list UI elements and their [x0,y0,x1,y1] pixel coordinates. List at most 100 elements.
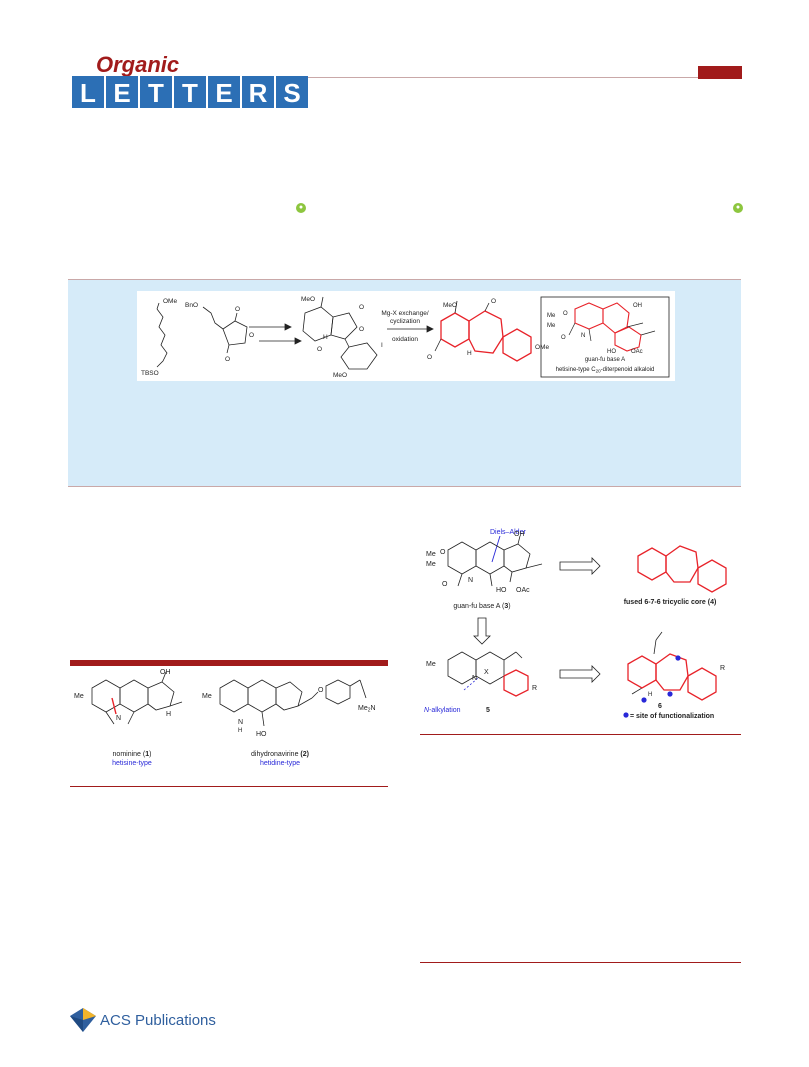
cmpd2-h: H [238,728,242,734]
gfb-o2: O [442,581,448,588]
nominine-red-bond [111,697,117,715]
toc-rule-top [68,279,741,280]
cmpd6-substituents [631,631,663,695]
target-name: guan-fu base A [585,357,625,363]
functionalization-site [667,691,673,697]
cmpd6-r: R [720,665,725,672]
acs-publications-logo[interactable]: ACS Publications [68,1004,228,1038]
tgt-oac: OAc [631,349,643,355]
starting-material-1 [156,302,168,368]
cmpd2-ho: HO [256,731,267,738]
gfb-n: N [468,577,473,584]
cmpd5-r: R [532,685,537,692]
letter: E [215,78,232,108]
cmpd2-o: O [318,687,324,694]
figure1-svg: Me OH N H nominine (1) hetisine-type Me … [74,669,376,767]
acs-logo-icon [70,1008,96,1032]
sm1-tbso: TBSO [141,370,159,377]
compound2-type: hetidine-type [260,760,300,767]
letter: S [283,78,300,108]
int-meo-top: MeO [301,296,315,303]
journal-logo: Organic L E T T E R S [70,50,310,110]
prod-oeq: O [491,298,496,305]
tgt-me2: Me [547,323,556,329]
header-tab [698,66,742,79]
core-label: fused 6-7-6 tricyclic core (4) [624,599,717,606]
header-rule [308,77,742,78]
tgt-oh: OH [633,303,642,309]
compound1-label: nominine (1) [113,751,152,758]
cmpd5-frame [447,651,523,685]
target-core [574,302,642,352]
gfb-me1: Me [426,551,436,558]
compound2-label: dihydronavirine (2) [251,751,309,758]
int-meo-bottom: MeO [333,372,347,379]
retro-arrow-down [473,617,491,645]
sm2-bno: BnO [185,302,198,309]
target-frame [568,322,656,342]
product-substituents [434,300,490,352]
sm2-o3: O [225,356,230,363]
letter-tile [174,76,206,108]
open-access-icon[interactable]: ● [733,203,743,213]
reaction-arrows [249,323,302,345]
nominine-structure [91,671,183,725]
letter-tile [106,76,138,108]
gfb-ho: HO [496,587,507,594]
prod-ome: OMe [535,344,549,351]
figure1-structures: Me OH N H nominine (1) hetisine-type Me … [70,668,388,784]
letter-tile [72,76,104,108]
functionalization-site [641,697,647,703]
int-o1: O [359,304,364,311]
sm1-ome: OMe [163,298,177,305]
prod-meo: MeO [443,302,457,309]
retro-arrow-1 [559,557,601,575]
toc-rule-bottom [68,486,741,487]
prod-h: H [467,350,472,357]
int-h: H [323,334,328,341]
publisher-name: ACS Publications [100,1012,216,1029]
guanfu-label: guan-fu base A (3) [453,603,510,610]
gfb-oac: OAc [516,587,530,594]
tgt-o: O [563,311,568,317]
functionalization-legend: = site of functionalization [630,713,714,720]
main-arrow [387,325,434,333]
scheme-svg: Diels–Alder Me O Me N O OH HO OAc guan-f… [424,529,727,720]
starting-material-2 [202,306,248,354]
cmpd1-n: N [116,715,121,722]
cmpd1-oh: OH [160,669,171,676]
guanfu-structure [447,535,543,587]
letter-tile [276,76,308,108]
compound1-type: hetisine-type [112,760,152,767]
figure1-top-bar [70,660,388,666]
int-o3: O [317,346,322,353]
letter: R [249,78,268,108]
dihydronavirine-structure [219,679,367,727]
journal-script-title: Organic [96,52,179,77]
int-o2: O [359,326,364,333]
core-4-structure [637,545,727,593]
prod-o: O [427,354,432,361]
cmpd5-me: Me [426,661,436,668]
letter: L [80,78,96,108]
legend-dot [623,712,629,718]
cmpd6-core [627,653,717,701]
cmpd5-x: X [484,669,489,676]
sm2-o1: O [235,306,240,313]
open-access-icon[interactable]: ● [296,203,306,213]
cmpd6-h: H [648,692,652,698]
functionalization-site [675,655,681,661]
gfb-me2: Me [426,561,436,568]
page-bottom-rule [420,962,741,963]
sm2-o2: O [249,332,254,339]
tgt-o2: O [561,335,566,341]
arrow-label-top-2: cyclization [390,318,420,325]
target-class: hetisine-type C20-diterpenoid alkaloid [556,367,655,374]
cmpd2-nme2: Me2N [358,705,376,714]
target-box [540,296,670,378]
letter-tile [140,76,172,108]
cmpd2-me: Me [202,693,212,700]
intermediate-structure [302,296,378,370]
cmpd5-n: N [472,675,477,682]
gfb-oh: OH [514,531,525,538]
